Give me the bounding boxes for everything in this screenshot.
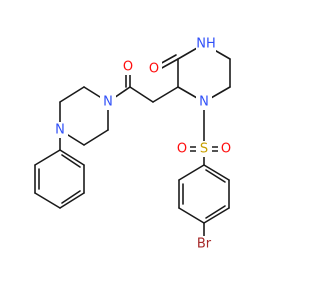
bond: [178, 164, 205, 181]
atom-o-ketone-label: O: [123, 60, 133, 75]
atom-nh-label: NH: [196, 37, 216, 52]
atom-mask: [218, 141, 234, 157]
structure-canvas: NH O N O N N S O O Br: [34, 36, 234, 252]
bond: [203, 207, 230, 224]
bond: [152, 86, 179, 103]
molecule-structure: NH O N O N N S O O Br: [34, 36, 234, 252]
bond: [61, 154, 81, 168]
atom-n-piperazinone-label: N: [199, 95, 209, 110]
bond: [205, 169, 226, 183]
atom-mask: [196, 36, 216, 52]
bond: [59, 149, 85, 166]
bond: [59, 86, 85, 103]
atom-mask: [196, 141, 212, 157]
atom-br-label: Br: [197, 237, 212, 252]
atom-label-masks: [52, 36, 234, 252]
atom-o-sulfonyl-left-label: O: [177, 142, 187, 157]
bond: [129, 86, 154, 103]
atom-mask: [174, 141, 190, 157]
atom-labels: NH O N O N N S O O Br: [55, 37, 231, 252]
atom-mask: [100, 94, 116, 110]
bond: [34, 149, 61, 166]
atom-n-piperazine-amide-label: N: [103, 95, 113, 110]
atom-mask: [120, 59, 136, 75]
bond: [34, 192, 61, 209]
atom-o-sulfonyl-right-label: O: [221, 142, 231, 157]
bond: [205, 205, 226, 219]
bonds: [34, 43, 231, 241]
bond: [178, 207, 205, 224]
bond: [83, 129, 109, 146]
atom-mask: [52, 122, 68, 138]
atom-n-piperazine-phenyl-label: N: [55, 123, 65, 138]
bond: [203, 164, 230, 181]
atom-s-sulfonyl-label: S: [200, 142, 208, 157]
atom-o-amide-label: O: [149, 62, 159, 77]
bond: [59, 192, 85, 209]
atom-mask: [193, 236, 215, 252]
atom-mask: [146, 61, 162, 77]
bond: [61, 190, 81, 204]
bond: [159, 58, 179, 70]
atom-mask: [196, 94, 212, 110]
